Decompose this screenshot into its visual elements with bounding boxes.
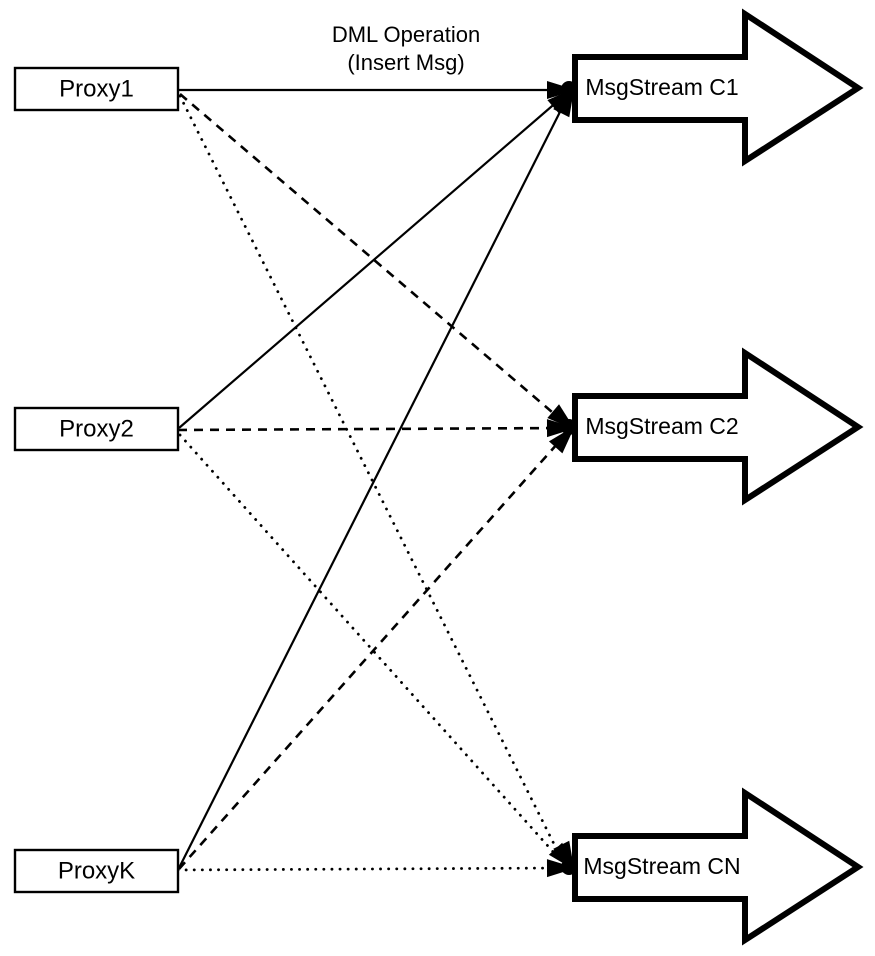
edge-proxy2-to-stream-c1[interactable] xyxy=(178,93,567,429)
proxy-node-proxy2[interactable]: Proxy2 xyxy=(13,406,180,452)
stream-node-group: MsgStream C1 MsgStream C2 MsgStream CN xyxy=(572,8,864,946)
proxy-node-proxy1[interactable]: Proxy1 xyxy=(13,66,180,112)
edge-proxyk-to-stream-c2[interactable] xyxy=(178,433,567,870)
proxyk-box[interactable] xyxy=(13,848,180,894)
proxy1-box[interactable] xyxy=(13,66,180,112)
edge-proxy1-to-stream-cn[interactable] xyxy=(178,94,566,866)
arrowhead-cluster-stream-c2 xyxy=(546,404,577,454)
stream-c2-label: MsgStream C2 xyxy=(585,413,738,439)
proxyk-label: ProxyK xyxy=(58,857,135,884)
stream-c1-arrow-shape[interactable] xyxy=(572,8,864,167)
dml-caption-line-1: DML Operation xyxy=(332,22,480,47)
proxy-node-group: Proxy1 Proxy2 ProxyK xyxy=(13,66,180,894)
stream-c2-arrow-shape[interactable] xyxy=(572,347,864,506)
proxy2-box[interactable] xyxy=(13,406,180,452)
arrowhead-layer xyxy=(546,81,577,878)
edge-proxy2-to-stream-cn[interactable] xyxy=(178,433,566,866)
dml-caption-line-2: (Insert Msg) xyxy=(347,50,464,75)
stream-node-c2[interactable]: MsgStream C2 xyxy=(572,347,864,506)
proxy2-label: Proxy2 xyxy=(59,415,134,442)
edge-proxyk-to-stream-cn[interactable] xyxy=(176,866,566,872)
stream-cn-label: MsgStream CN xyxy=(583,853,740,879)
stream-cn-arrow-shape[interactable] xyxy=(572,787,864,946)
stream-node-c1[interactable]: MsgStream C1 xyxy=(572,8,864,167)
edge-proxy1-to-stream-c2[interactable] xyxy=(179,93,567,425)
edge-layer xyxy=(176,88,569,872)
edge-proxy2-to-stream-c2[interactable] xyxy=(177,426,567,432)
edge-proxyk-to-stream-c1[interactable] xyxy=(178,95,569,869)
stream-c1-label: MsgStream C1 xyxy=(585,74,738,100)
arrowhead-cluster-stream-c1 xyxy=(547,81,577,118)
proxy-node-proxyk[interactable]: ProxyK xyxy=(13,848,180,894)
dml-operation-caption: DML Operation (Insert Msg) xyxy=(332,22,480,75)
stream-node-cn[interactable]: MsgStream CN xyxy=(572,787,864,946)
proxy1-label: Proxy1 xyxy=(59,75,134,102)
